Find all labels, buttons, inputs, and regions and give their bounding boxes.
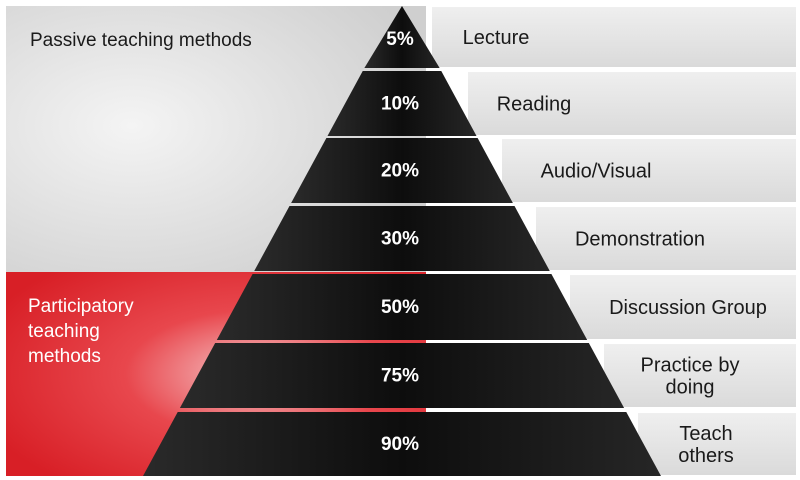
level-label-band (432, 7, 796, 67)
level-label: Demonstration (575, 229, 705, 251)
level-percent: 90% (381, 434, 419, 455)
level-percent: 30% (381, 229, 419, 250)
level-label-band (468, 72, 796, 135)
level-percent: 75% (381, 366, 419, 387)
level-label-band (638, 413, 796, 475)
level-label-band (570, 275, 796, 339)
pyramid-tier (327, 71, 477, 136)
level-label-band (604, 344, 796, 407)
pyramid-tier (179, 343, 625, 408)
pyramid-tier (364, 6, 440, 68)
pyramid-tier (254, 206, 550, 271)
level-percent: 20% (381, 161, 419, 182)
level-label: Lecture (463, 27, 530, 49)
pyramid-tier (291, 138, 513, 203)
level-label: Reading (497, 94, 572, 116)
level-percent: 10% (381, 94, 419, 115)
pyramid-tier (216, 274, 588, 340)
level-label: Discussion Group (609, 297, 767, 319)
pyramid-tier (143, 412, 661, 476)
level-label-band (502, 139, 796, 202)
level-label-band (536, 207, 796, 270)
level-label: Audio/Visual (541, 161, 652, 183)
level-percent: 50% (381, 297, 419, 318)
passive-methods-label: Passive teaching methods (30, 30, 252, 51)
level-percent: 5% (386, 29, 414, 50)
